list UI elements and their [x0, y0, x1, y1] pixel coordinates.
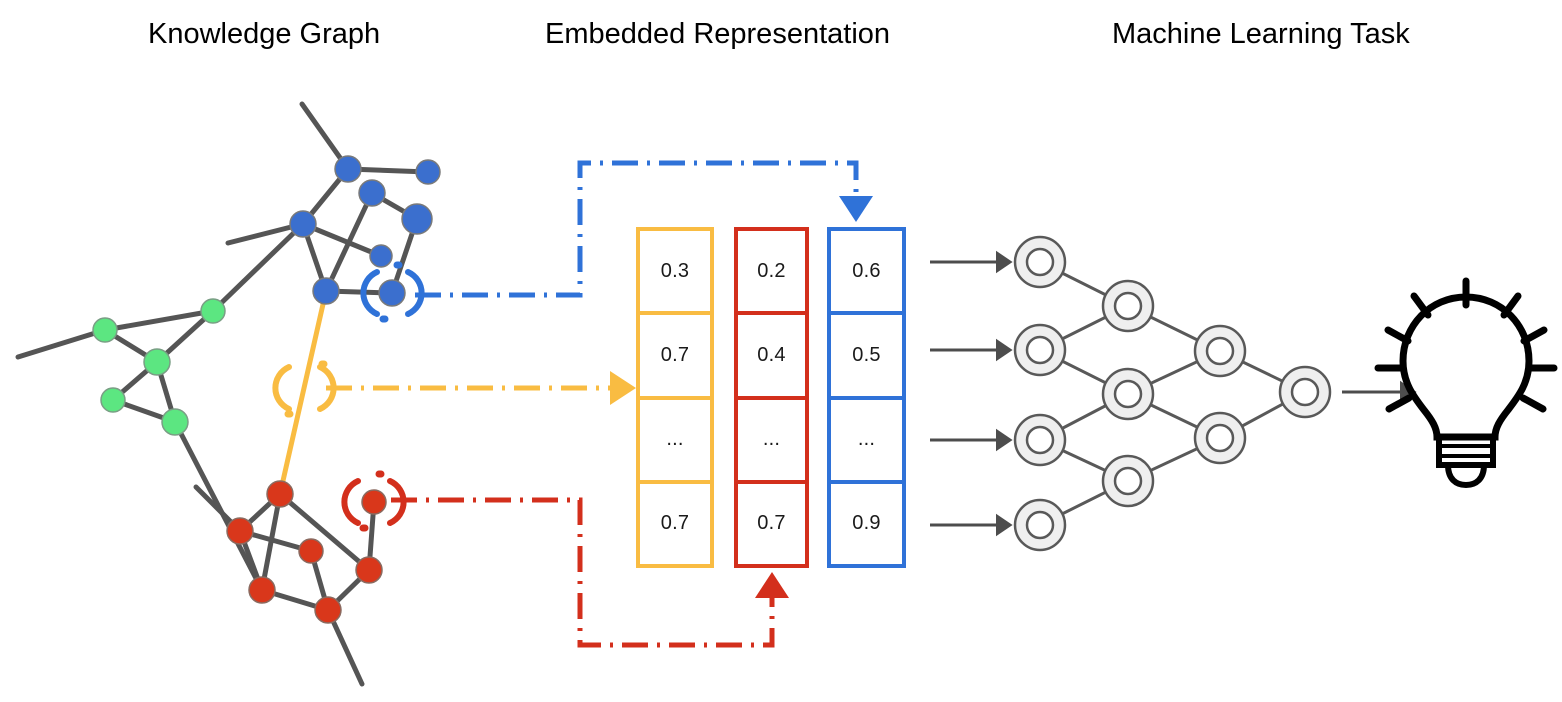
network-node-hole: [1113, 466, 1143, 496]
vector-cell: 0.3: [660, 259, 690, 282]
graph-node: [298, 538, 324, 564]
page-title-embedded-representation: Embedded Representation: [545, 18, 891, 50]
graph-node: [289, 210, 317, 238]
vector-cell: ...: [738, 395, 805, 480]
graph-node: [226, 517, 254, 545]
graph-nodes-green: [92, 298, 226, 436]
graph-node: [248, 576, 276, 604]
lightbulb-icon: [1374, 277, 1558, 489]
graph-node: [100, 387, 126, 413]
network-node-hole: [1025, 335, 1055, 365]
graph-node: [314, 596, 342, 624]
network-node-hole: [1025, 247, 1055, 277]
blue-vector-column[interactable]: 0.6 0.5 ... 0.9: [827, 227, 906, 568]
vector-cell: 0.9: [831, 479, 902, 564]
graph-edge: [300, 221, 384, 259]
graph-node: [361, 489, 387, 515]
red-vector-column[interactable]: 0.2 0.4 ... 0.7: [734, 227, 809, 568]
graph-node: [200, 298, 226, 324]
page-title-machine-learning-task: Machine Learning Task: [1112, 18, 1410, 50]
network-node-hole: [1113, 291, 1143, 321]
yellow-vector-column[interactable]: 0.3 0.7 ... 0.7: [636, 227, 714, 568]
vector-cell: 0.4: [738, 311, 805, 395]
network-node-hole: [1025, 510, 1055, 540]
graph-node: [312, 277, 340, 305]
vector-cell: 0.7: [640, 479, 710, 564]
graph-edge: [15, 327, 108, 360]
network-node-hole: [1290, 377, 1320, 407]
network-node-hole: [1113, 379, 1143, 409]
graph-node: [369, 244, 393, 268]
vector-cell: 0.7: [738, 479, 805, 564]
graph-node: [92, 317, 118, 343]
graph-node: [161, 408, 189, 436]
connector-red: [391, 497, 789, 648]
network-node-hole: [1205, 336, 1235, 366]
vector-cell: 0.7: [640, 311, 710, 395]
graph-edge: [102, 308, 216, 333]
input-arrows: [930, 250, 1013, 537]
graph-node: [378, 279, 406, 307]
highlighted-edge-yellow: [277, 288, 329, 497]
vector-cell: 0.6: [852, 259, 881, 282]
vector-cell: 0.5: [831, 311, 902, 395]
graph-node: [266, 480, 294, 508]
graph-node: [355, 556, 383, 584]
network-node-hole: [1205, 423, 1235, 453]
graph-node: [401, 203, 433, 235]
vector-cell: ...: [640, 395, 710, 480]
network-node-hole: [1025, 425, 1055, 455]
graph-node: [358, 179, 386, 207]
vector-cell: 0.2: [757, 259, 786, 282]
graph-nodes-blue: [289, 155, 441, 307]
network-edges: [1039, 260, 1306, 527]
graph-nodes-red: [226, 480, 387, 624]
graph-node: [415, 159, 441, 185]
network-nodes: [1013, 235, 1332, 552]
graph-edge: [172, 419, 265, 593]
page-title-knowledge-graph: Knowledge Graph: [148, 18, 381, 50]
graph-edge: [210, 221, 306, 314]
connector-blue: [415, 160, 873, 298]
graph-node: [334, 155, 362, 183]
graph-node: [143, 348, 171, 376]
vector-cell: ...: [831, 395, 902, 480]
graph-edge: [277, 491, 372, 573]
